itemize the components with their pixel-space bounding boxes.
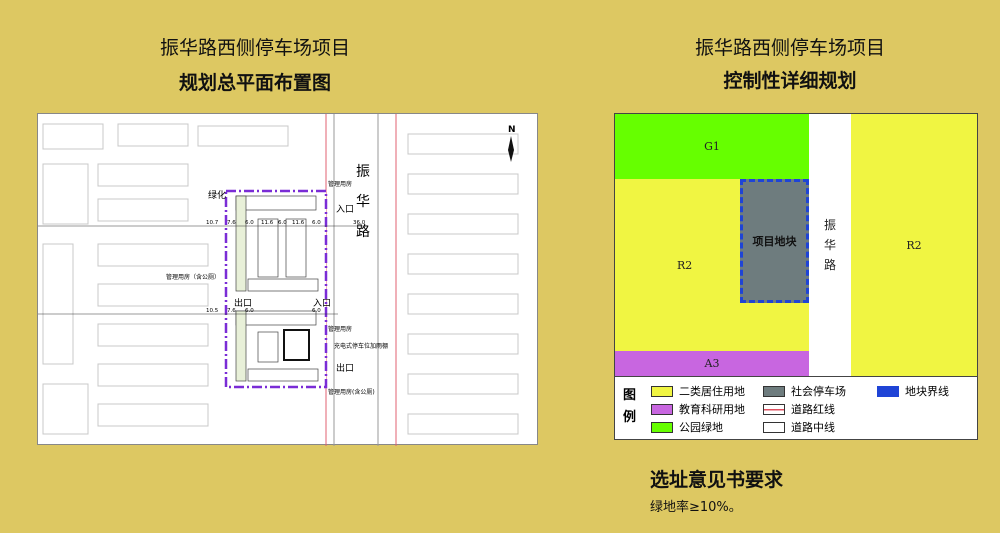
site-plan-drawing: N 振 华 路 绿化 入口 入口 出口 出口 管理用房 管理用房（含公厕） 管理…	[38, 114, 519, 446]
legend-swatch	[763, 385, 785, 397]
dim-label: 11.6	[261, 220, 274, 226]
legend-title: 图例	[623, 388, 637, 425]
legend-item: 社会停车场	[763, 383, 846, 399]
legend-item: 道路中线	[763, 419, 835, 435]
charging-canopy	[283, 329, 310, 361]
entrance-label-2: 入口	[313, 298, 331, 309]
parking-stalls	[235, 195, 319, 382]
legend-label: 道路中线	[791, 421, 835, 434]
zone-g1: G1	[615, 114, 809, 179]
north-arrow-label: N	[508, 125, 516, 135]
legend-label: 社会停车场	[791, 385, 846, 398]
dim-label: 6.0	[312, 308, 321, 314]
green-label: 绿化	[208, 189, 226, 201]
dimension-labels: 10.7 7.6 6.0 11.6 6.0 11.6 6.0 36.0 10.5…	[206, 220, 366, 314]
road-label-3: 路	[356, 224, 370, 240]
road-label: 振	[823, 218, 836, 232]
dim-label: 36.0	[353, 220, 366, 226]
legend-swatch	[651, 385, 673, 397]
entrance-label-1: 入口	[336, 204, 354, 215]
legend-item: 公园绿地	[651, 419, 723, 435]
mgmt-label: 管理用房	[328, 325, 352, 333]
legend-item: 二类居住用地	[651, 383, 745, 399]
legend-label: 公园绿地	[679, 421, 723, 434]
dim-label: 11.6	[292, 220, 305, 226]
dim-label: 7.6	[227, 308, 236, 314]
road-label: 华	[823, 238, 836, 252]
site-plan-map: N 振 华 路 绿化 入口 入口 出口 出口 管理用房 管理用房（含公厕） 管理…	[37, 113, 538, 446]
road-label: 路	[823, 258, 836, 272]
dim-label: 7.6	[227, 220, 236, 226]
dim-label: 6.0	[278, 220, 287, 226]
legend-swatch	[651, 403, 673, 415]
mgmt-label: 管理用房（含公厕）	[166, 273, 220, 281]
north-arrow-icon	[508, 136, 514, 162]
left-title: 振华路西侧停车场项目	[159, 37, 350, 59]
zone-r2-right: R2	[851, 114, 977, 376]
dim-label: 10.7	[206, 220, 219, 226]
legend-item: 教育科研用地	[651, 401, 745, 417]
legend-swatch	[651, 421, 673, 433]
requirements-heading: 选址意见书要求	[650, 469, 784, 491]
zone-a3: A3	[615, 351, 809, 376]
right-subtitle: 控制性详细规划	[723, 70, 857, 92]
dim-label: 10.5	[206, 308, 219, 314]
dim-label: 6.0	[245, 220, 254, 226]
legend-swatch	[877, 385, 899, 397]
mgmt-label: 管理用房(含公厕)	[328, 388, 375, 396]
legend-item: 地块界线	[877, 383, 949, 399]
legend-item: 道路红线	[763, 401, 835, 417]
legend: 图例 二类居住用地 教育科研用地 公园绿地 社会停车场 道路红线 道路中线 地块…	[615, 376, 977, 439]
road-label-1: 振	[356, 164, 370, 180]
project-parcel: 项目地块	[740, 179, 809, 303]
mgmt-label: 管理用房	[328, 180, 352, 188]
road-label-2: 华	[356, 194, 370, 210]
legend-label: 道路红线	[791, 403, 835, 416]
legend-label: 地块界线	[905, 385, 949, 398]
left-subtitle: 规划总平面布置图	[178, 72, 331, 94]
surrounding-buildings	[42, 123, 519, 435]
dim-label: 6.0	[312, 220, 321, 226]
legend-label: 二类居住用地	[679, 385, 745, 398]
exit-label-1: 出口	[234, 297, 252, 309]
charging-label: 充电式停车位加雨棚	[334, 342, 388, 350]
legend-label: 教育科研用地	[679, 403, 745, 416]
legend-swatch	[763, 421, 785, 433]
dim-label: 6.0	[245, 308, 254, 314]
regulatory-plan-map: G1 R2 A3 振华路 R2 项目地块 图例 二类居住用地 教育科研用地 公园…	[614, 113, 978, 440]
right-title: 振华路西侧停车场项目	[694, 37, 885, 59]
exit-label-2: 出口	[336, 362, 354, 374]
requirements-text: 绿地率≥10%。	[650, 500, 742, 515]
road-zhenhua: 振华路	[809, 114, 851, 376]
legend-swatch	[763, 403, 785, 415]
